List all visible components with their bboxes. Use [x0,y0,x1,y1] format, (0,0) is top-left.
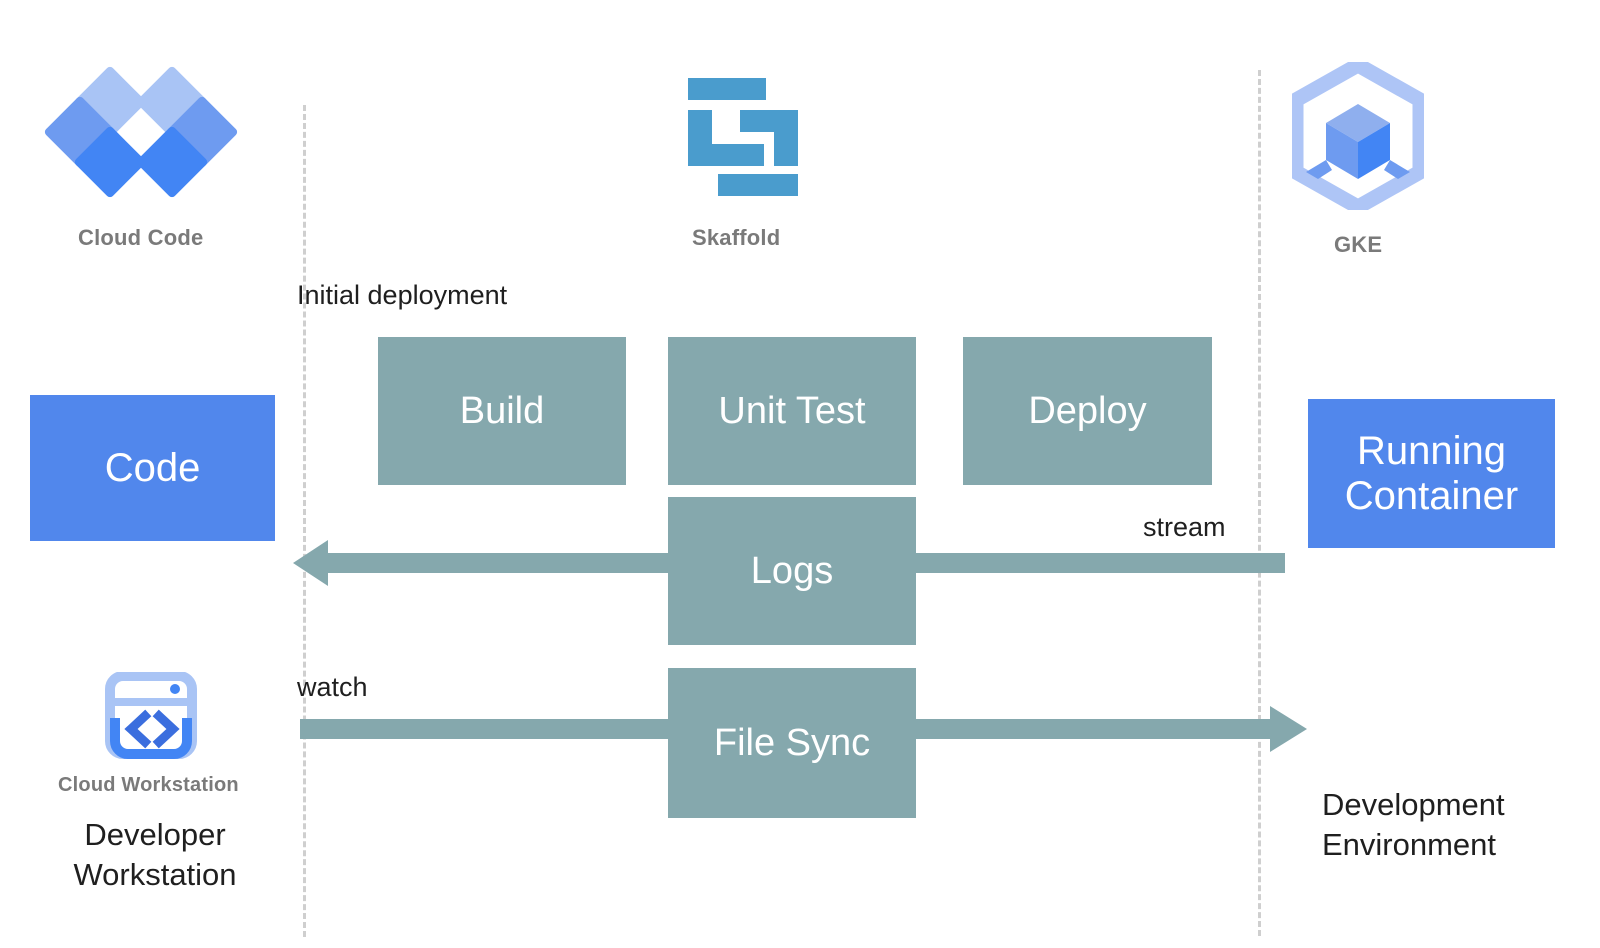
annotation-initial-deployment: Initial deployment [297,280,508,310]
annotation-watch: watch [297,672,368,702]
cloud-code-logo [43,65,239,199]
code-window-icon [105,671,197,759]
box-code[interactable]: Code [30,395,275,541]
cloud-workstation-icon [105,671,197,760]
box-file-sync[interactable]: File Sync [668,668,916,818]
lane-divider-right [1258,70,1261,936]
box-logs[interactable]: Logs [668,497,916,645]
gke-hexagon-cube-icon [1288,56,1428,216]
lane-divider-left [303,105,306,937]
cloud-workstation-caption: Cloud Workstation [58,774,239,796]
gke-logo [1288,56,1428,216]
skaffold-caption: Skaffold [692,225,781,250]
annotation-stream: stream [1143,512,1226,542]
skaffold-logo [686,78,798,196]
cloud-code-caption: Cloud Code [78,225,204,250]
gke-caption: GKE [1334,232,1383,257]
box-running-container[interactable]: Running Container [1308,399,1555,548]
box-unit-test[interactable]: Unit Test [668,337,916,485]
zone-caption-developer-workstation: Developer Workstation [73,817,237,892]
zone-caption-development-environment: Development Environment [1322,787,1505,862]
box-build[interactable]: Build [378,337,626,485]
box-deploy[interactable]: Deploy [963,337,1212,485]
